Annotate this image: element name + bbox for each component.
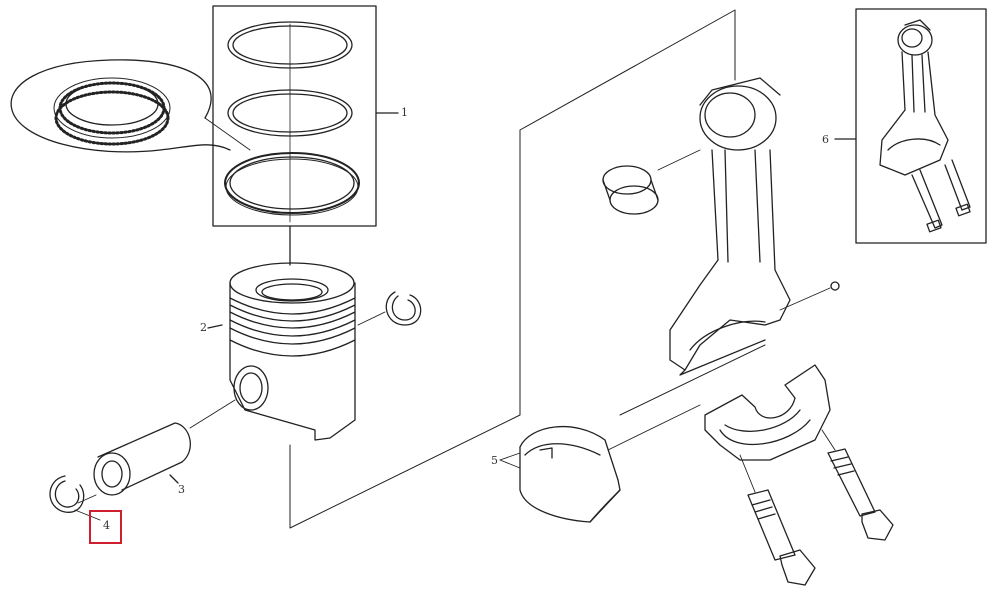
piston-icon (207, 262, 356, 441)
rod-bolt-left-icon (739, 454, 816, 586)
rod-bushing-icon (602, 149, 701, 215)
piston-pin-icon (93, 422, 191, 496)
second-ring-icon (227, 89, 353, 137)
oil-ring-icon (224, 152, 360, 216)
connecting-rod-assembly-icon (879, 19, 971, 233)
top-ring-icon (227, 21, 353, 69)
callout-6-label: 6 (822, 133, 829, 146)
rod-assembly-box (834, 8, 987, 244)
callout-3-label: 3 (178, 483, 185, 496)
oil-ring-detail-bubble (10, 59, 251, 153)
callout-5-label: 5 (491, 454, 498, 467)
rod-assembly-frame (855, 8, 987, 244)
snap-ring-lower-icon (49, 475, 101, 521)
callout-4-label[interactable]: 4 (103, 519, 110, 532)
rod-bolt-right-icon (821, 429, 894, 541)
callout-4-highlight-box (89, 510, 122, 544)
callout-2-label: 2 (200, 321, 207, 334)
bearing-shell-icon (499, 404, 701, 523)
snap-ring-upper-icon (357, 291, 422, 326)
callout-1-label: 1 (401, 106, 408, 119)
rod-cap-icon (704, 364, 831, 461)
connecting-rod-icon (669, 77, 840, 376)
ring-set-frame (212, 5, 377, 227)
piston-ring-set-box (212, 5, 399, 227)
